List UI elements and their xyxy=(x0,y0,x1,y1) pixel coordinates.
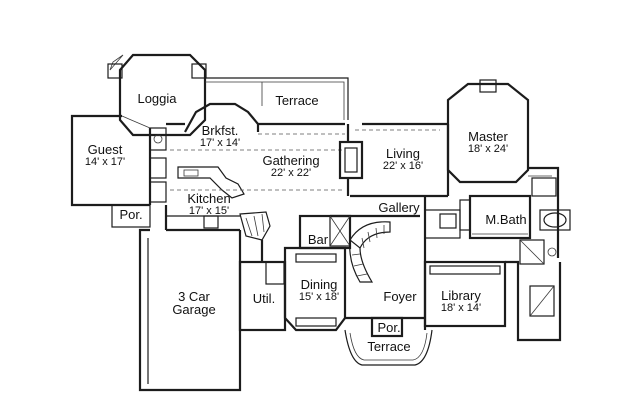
room-name: 3 Car xyxy=(178,289,210,304)
room-label-terrace-front: Terrace xyxy=(356,340,422,353)
room-name: Foyer xyxy=(383,289,417,304)
room-name: Loggia xyxy=(137,91,177,106)
room-label-mbath: M.Bath xyxy=(478,213,534,226)
room-label-bar: Bar xyxy=(303,233,333,246)
loggia-walls xyxy=(107,53,207,137)
main-living-walls xyxy=(164,102,345,232)
front-terrace xyxy=(344,316,433,366)
room-name: Master xyxy=(468,129,508,144)
room-label-por-left: Por. xyxy=(114,208,148,221)
room-label-por-front: Por. xyxy=(372,321,406,334)
room-dims: 22' x 22' xyxy=(270,167,312,179)
guest-walls xyxy=(70,114,167,207)
room-name: Por. xyxy=(119,207,143,222)
room-label-kitchen: Kitchen 17' x 15' xyxy=(176,192,242,218)
dining-walls xyxy=(283,246,347,332)
mbath-walls xyxy=(459,194,571,265)
room-dims: 17' x 14' xyxy=(199,137,241,149)
room-label-library: Library 18' x 14' xyxy=(428,289,494,315)
room-dims: 14' x 17' xyxy=(84,156,126,168)
room-dims: 18' x 24' xyxy=(467,143,509,155)
room-name: Kitchen xyxy=(187,191,231,206)
room-name: Terrace xyxy=(275,93,319,108)
garage-walls xyxy=(111,204,242,392)
master-walls xyxy=(446,79,560,258)
staircase xyxy=(349,221,391,283)
room-name: Dining xyxy=(300,277,338,292)
room-dims: 15' x 18' xyxy=(298,291,340,303)
room-label-garage: 3 Car Garage xyxy=(158,290,230,316)
room-label-gathering: Gathering 22' x 22' xyxy=(252,154,330,180)
room-name: Library xyxy=(441,288,481,303)
room-dims: 17' x 15' xyxy=(188,205,230,217)
room-name: Brkfst. xyxy=(201,123,239,138)
library-walls xyxy=(423,260,562,342)
room-label-loggia: Loggia xyxy=(125,92,189,105)
fireplace xyxy=(338,124,364,196)
room-name: Living xyxy=(386,146,420,161)
room-label-terrace-top: Terrace xyxy=(262,94,332,107)
room-label-util: Util. xyxy=(246,292,282,305)
room-name: Gallery xyxy=(378,200,420,215)
room-name-line-2: Garage xyxy=(172,302,216,317)
room-name: Terrace xyxy=(367,339,411,354)
room-dims: 18' x 14' xyxy=(440,302,482,314)
room-label-brkfst: Brkfst. 17' x 14' xyxy=(186,124,254,150)
room-name: Por. xyxy=(377,320,401,335)
room-label-gallery: Gallery xyxy=(370,201,428,214)
room-label-dining: Dining 15' x 18' xyxy=(290,278,348,304)
room-name: M.Bath xyxy=(485,212,527,227)
terrace-top-outline xyxy=(205,77,349,120)
room-name: Guest xyxy=(87,142,123,157)
room-label-guest: Guest 14' x 17' xyxy=(74,143,136,169)
room-name: Bar xyxy=(307,232,329,247)
room-label-foyer: Foyer xyxy=(372,290,428,303)
room-name: Gathering xyxy=(262,153,320,168)
room-label-master: Master 18' x 24' xyxy=(455,130,521,156)
room-name: Util. xyxy=(252,291,276,306)
room-dims: 22' x 16' xyxy=(382,160,424,172)
room-label-living: Living 22' x 16' xyxy=(370,147,436,173)
